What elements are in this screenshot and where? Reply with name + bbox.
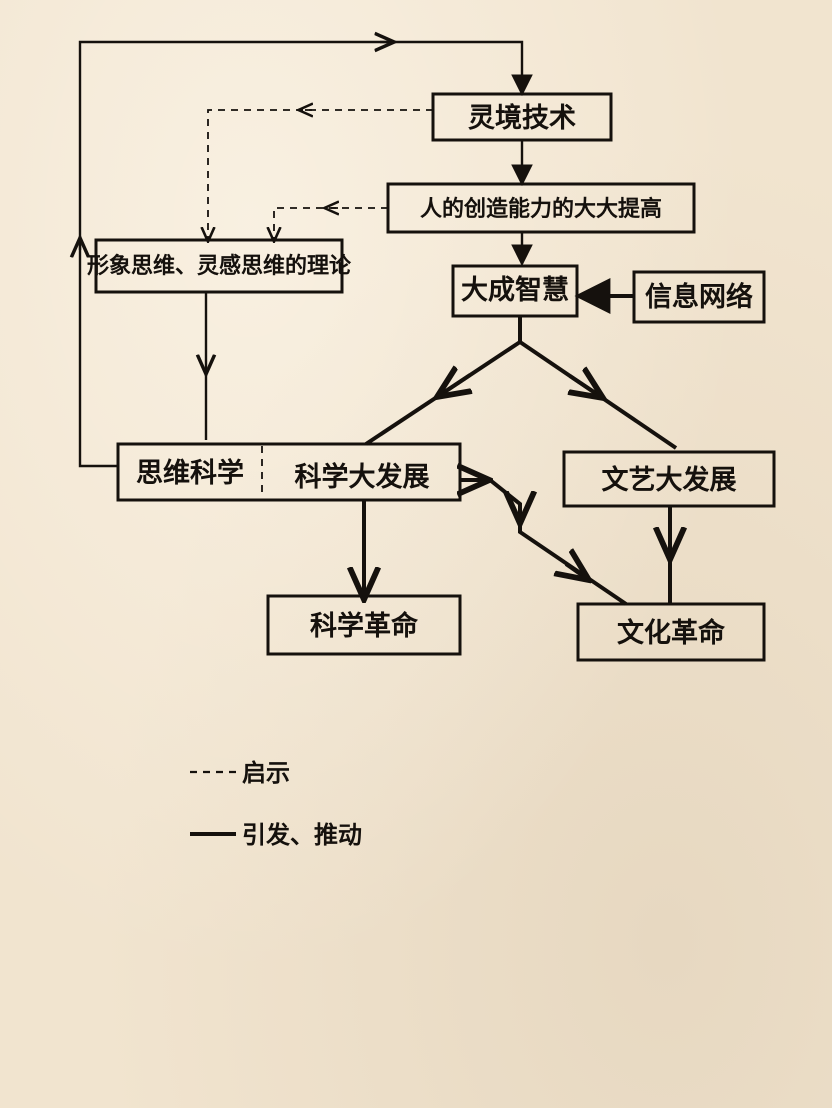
legend: 启示 引发、推动 xyxy=(190,758,362,849)
legend-solid-label: 引发、推动 xyxy=(242,820,362,849)
node-thinking-theory: 形象思维、灵感思维的理论 xyxy=(87,238,352,294)
edge-split-right-arrow xyxy=(570,376,600,396)
legend-dashed-label: 启示 xyxy=(242,758,290,787)
edge-dashed-creativity-to-theory xyxy=(274,207,388,240)
edge-science-dev-to-culture-rev xyxy=(460,478,628,606)
node-label-culture-rev: 文化革命 xyxy=(617,617,726,649)
node-label-science-dev: 科学大发展 xyxy=(295,461,430,493)
node-label-arts-dev: 文艺大发展 xyxy=(602,464,737,496)
node-info-network: 信息网络 xyxy=(632,270,766,324)
node-label-thinking-theory: 形象思维、灵感思维的理论 xyxy=(87,253,352,279)
node-label-wisdom: 大成智慧 xyxy=(461,275,569,306)
edge-dashed-spiritual-tech-to-theory xyxy=(208,109,433,240)
node-science-dev-combined: 思维科学 科学大发展 xyxy=(116,442,462,502)
edge-science-dev-to-culture-rev-arrow-3 xyxy=(566,564,586,578)
node-label-creativity: 人的创造能力的大大提高 xyxy=(420,196,662,222)
node-label-info-network: 信息网络 xyxy=(645,281,753,313)
node-label-science-rev: 科学革命 xyxy=(310,610,419,642)
node-label-spiritual-tech: 灵境技术 xyxy=(468,103,576,134)
node-spiritual-tech: 灵境技术 xyxy=(431,92,613,142)
node-science-rev: 科学革命 xyxy=(266,594,462,656)
edge-thinking-science-to-spiritual-tech xyxy=(78,40,533,468)
node-creativity: 人的创造能力的大大提高 xyxy=(386,182,696,234)
node-wisdom: 大成智慧 xyxy=(451,264,579,318)
node-arts-dev: 文艺大发展 xyxy=(562,450,776,508)
node-culture-rev: 文化革命 xyxy=(576,602,766,662)
edge-split-left-arrow xyxy=(440,375,470,395)
node-label-thinking-science: 思维科学 xyxy=(136,457,244,489)
